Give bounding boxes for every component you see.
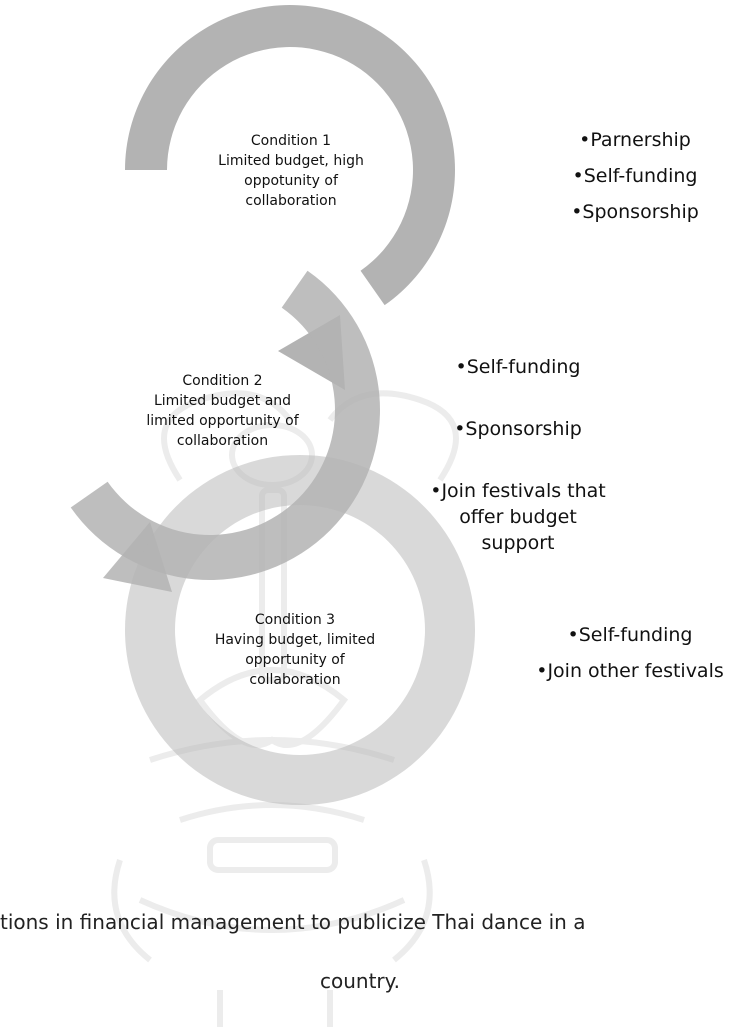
condition-1-desc-line-3: collaboration: [245, 193, 337, 209]
condition-3-label: Condition 3 Having budget, limited oppor…: [200, 610, 390, 690]
strategy-item: •Sponsorship: [571, 201, 699, 223]
strategy-item: •Parnership: [579, 129, 691, 151]
condition-1-strategies: •Parnership •Self-funding •Sponsorship: [535, 127, 735, 235]
condition-3-title: Condition 3: [254, 612, 336, 628]
strategy-item: •Sponsorship: [454, 418, 582, 440]
condition-3-desc-line-2: opportunity of: [245, 652, 345, 668]
condition-1-title: Condition 1: [250, 133, 332, 149]
condition-3-strategies: •Self-funding •Join other festivals: [505, 622, 755, 694]
strategy-item: •Self-funding: [572, 165, 698, 187]
condition-3-desc-line-1: Having budget, limited: [214, 632, 376, 648]
condition-1-desc-line-2: oppotunity of: [244, 173, 338, 189]
figure-caption-line-2: country.: [320, 969, 400, 993]
strategy-item: •Join festivals that offer budget suppor…: [430, 480, 606, 554]
strategy-item: •Self-funding: [455, 356, 581, 378]
strategy-item: •Self-funding: [567, 624, 693, 646]
condition-2-strategies: •Self-funding •Sponsorship •Join festiva…: [403, 328, 633, 592]
strategy-item: •Join other festivals: [536, 660, 724, 682]
condition-3-desc-line-3: collaboration: [249, 672, 341, 688]
condition-2-title: Condition 2: [182, 373, 263, 389]
condition-2-label: Condition 2 Limited budget and limited o…: [115, 371, 330, 451]
condition-1-label: Condition 1 Limited budget, high oppotun…: [196, 131, 386, 211]
condition-2-desc-line-2: limited opportunity of: [146, 413, 299, 429]
condition-2-desc-line-1: Limited budget and: [153, 393, 292, 409]
figure-caption-line-1: tions in financial management to publici…: [0, 910, 586, 934]
condition-2-desc-line-3: collaboration: [176, 433, 269, 449]
condition-1-desc-line-1: Limited budget, high: [218, 153, 364, 169]
